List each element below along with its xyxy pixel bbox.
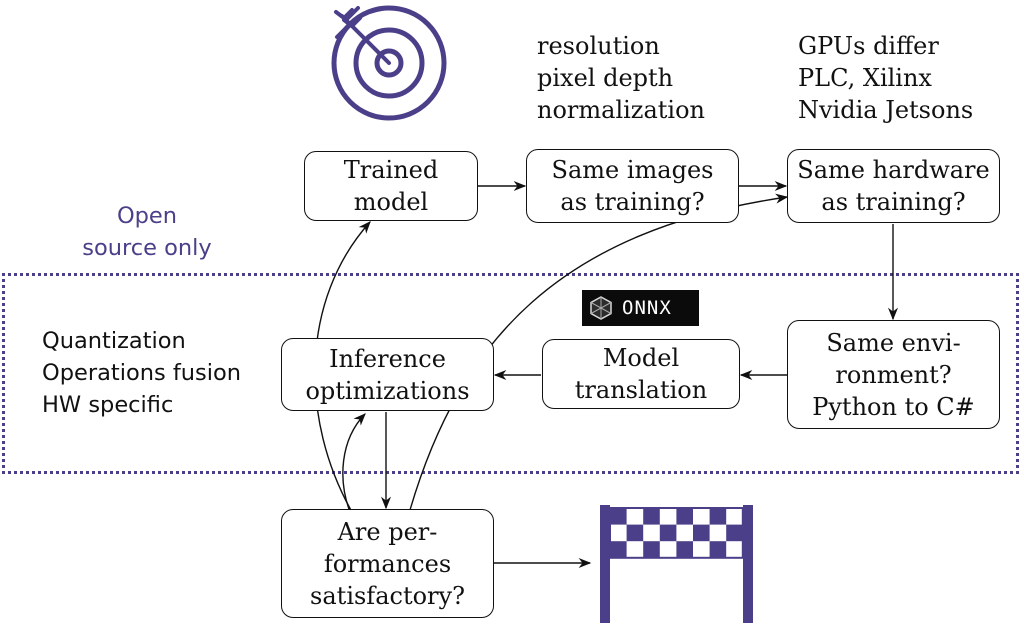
images-note-line-1: resolution (537, 32, 660, 60)
onnx-logo-text: ONNX (622, 297, 672, 319)
hardware-note: GPUs differ PLC, Xilinx Nvidia Jetsons (798, 30, 973, 126)
hardware-note-line-3: Nvidia Jetsons (798, 96, 974, 124)
same-environment-line-1: Same envi- (826, 328, 961, 357)
same-hardware-line-1: Same hardware (797, 156, 990, 184)
optimizations-note-line-1: Quantization (42, 328, 186, 354)
same-images-line-1: Same images (551, 156, 714, 184)
same-environment-line-2: ronment? (835, 360, 952, 389)
performances-line-3: satisfactory? (310, 581, 465, 610)
model-translation-line-2: translation (574, 376, 708, 404)
performances-line-1: Are per- (337, 517, 438, 546)
performances-node: Are per- formances satisfactory? (281, 509, 494, 618)
performances-line-2: formances (323, 549, 452, 578)
hardware-note-line-1: GPUs differ (798, 32, 939, 60)
same-environment-line-3: Python to C# (812, 392, 975, 421)
inference-optimizations-line-2: optimizations (305, 376, 470, 405)
open-source-note-line-1: Open (116, 203, 178, 229)
images-note-line-3: normalization (537, 96, 705, 124)
optimizations-note: Quantization Operations fusion HW specif… (42, 325, 241, 421)
arrow-performances-to-optimizations (342, 413, 366, 513)
same-hardware-node: Same hardware as training? (787, 149, 1000, 223)
images-note-line-2: pixel depth (537, 64, 674, 92)
optimizations-note-line-2: Operations fusion (42, 360, 242, 386)
same-hardware-line-2: as training? (821, 188, 966, 216)
model-translation-node: Model translation (542, 339, 740, 409)
open-source-note-line-2: source only (82, 235, 212, 261)
same-images-line-2: as training? (560, 188, 705, 216)
open-source-region (2, 273, 1019, 474)
same-images-node: Same images as training? (526, 149, 739, 223)
inference-optimizations-line-1: Inference (329, 344, 446, 373)
open-source-note: Open source only (72, 200, 222, 264)
model-translation-line-1: Model (602, 344, 680, 372)
onnx-logo-icon (590, 296, 612, 320)
trained-model-node: Trained model (304, 151, 478, 221)
optimizations-note-line-3: HW specific (42, 392, 174, 418)
images-note: resolution pixel depth normalization (537, 30, 705, 126)
onnx-logo: ONNX (582, 290, 699, 326)
hardware-note-line-2: PLC, Xilinx (798, 64, 932, 92)
same-environment-node: Same envi- ronment? Python to C# (787, 320, 1000, 429)
trained-model-line-2: model (353, 188, 429, 216)
trained-model-line-1: Trained (343, 156, 439, 184)
inference-optimizations-node: Inference optimizations (281, 338, 494, 411)
